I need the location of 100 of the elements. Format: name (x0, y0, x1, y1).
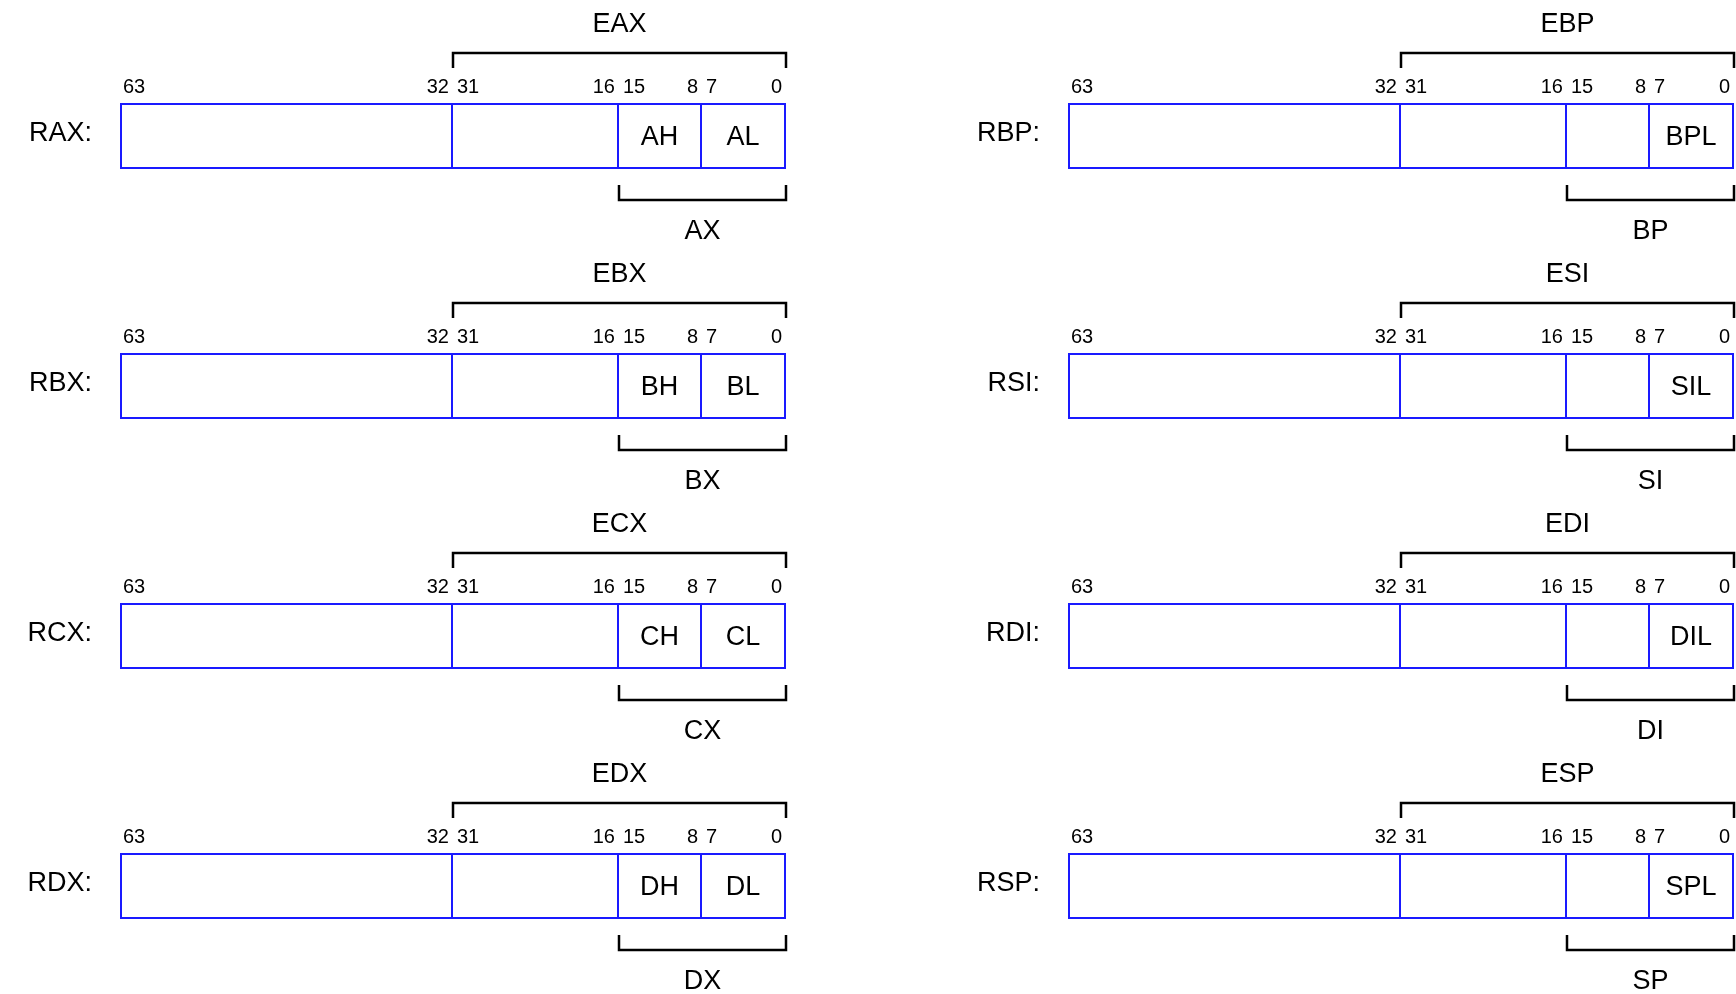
bit-number: 63 (123, 575, 146, 598)
bit-number: 7 (706, 75, 718, 98)
register-name: DI (1637, 715, 1664, 746)
bit-number: 8 (1634, 325, 1646, 348)
register-field (451, 603, 619, 669)
bit-number: 0 (1718, 575, 1730, 598)
register-name: RAX: (28, 117, 92, 148)
register-name: RCX: (27, 617, 92, 648)
register-field (1399, 853, 1567, 919)
bit-number: 15 (623, 75, 646, 98)
bit-number: 31 (457, 325, 480, 348)
register-field (120, 353, 453, 419)
bit-number: 8 (1634, 575, 1646, 598)
bit-number: 63 (123, 75, 146, 98)
bit-number: 31 (457, 575, 480, 598)
bit-number: 8 (686, 825, 698, 848)
bit-number: 31 (1405, 325, 1428, 348)
byte-field: DIL (1648, 603, 1734, 669)
bit-number: 15 (623, 825, 646, 848)
register-name: CX (683, 715, 722, 746)
register-field (1068, 353, 1401, 419)
register-name: ECX (591, 508, 648, 539)
bit-number: 63 (1071, 575, 1094, 598)
register-name: DX (683, 965, 722, 994)
register-name: EDI (1545, 508, 1590, 539)
bit-number: 8 (686, 575, 698, 598)
bit-number: 32 (426, 575, 449, 598)
byte-field: AL (700, 103, 786, 169)
bit-number: 7 (706, 825, 718, 848)
byte-field: SPL (1648, 853, 1734, 919)
register-name: BX (684, 465, 721, 496)
register-name: RDI: (986, 617, 1040, 648)
bit-number: 0 (1718, 325, 1730, 348)
bit-number: 15 (623, 575, 646, 598)
bit-number: 16 (592, 825, 615, 848)
bit-number: 8 (1634, 75, 1646, 98)
bit-number: 31 (457, 825, 480, 848)
bit-number: 31 (1405, 575, 1428, 598)
bit-number: 32 (426, 825, 449, 848)
bit-number: 7 (1654, 575, 1666, 598)
byte-field: BPL (1648, 103, 1734, 169)
bit-number: 16 (592, 325, 615, 348)
register-name: BP (1632, 215, 1669, 246)
register-name: RDX: (27, 867, 92, 898)
register-field (1399, 603, 1567, 669)
bit-number: 15 (1571, 75, 1594, 98)
bit-number: 15 (1571, 825, 1594, 848)
bit-number: 16 (1540, 325, 1563, 348)
byte-field: BH (617, 353, 702, 419)
bit-number: 0 (770, 825, 782, 848)
bit-number: 7 (706, 575, 718, 598)
register-name: AX (684, 215, 721, 246)
register-name: EDX (591, 758, 648, 789)
register-field (120, 103, 453, 169)
register-name: RSI: (987, 367, 1040, 398)
register-name: SI (1637, 465, 1664, 496)
bit-number: 0 (1718, 75, 1730, 98)
register-field (451, 353, 619, 419)
register-name: ESI (1545, 258, 1590, 289)
bit-number: 31 (457, 75, 480, 98)
bit-number: 0 (770, 575, 782, 598)
bit-number: 63 (1071, 75, 1094, 98)
register-field (451, 853, 619, 919)
register-field (1565, 353, 1650, 419)
register-name: RSP: (976, 867, 1040, 898)
bit-number: 32 (1374, 825, 1397, 848)
bit-number: 0 (770, 325, 782, 348)
byte-field: CH (617, 603, 702, 669)
byte-field: BL (700, 353, 786, 419)
bit-number: 63 (1071, 825, 1094, 848)
byte-field: DL (700, 853, 786, 919)
bit-number: 8 (1634, 825, 1646, 848)
bit-number: 63 (123, 325, 146, 348)
bit-number: 15 (1571, 325, 1594, 348)
bit-number: 8 (686, 75, 698, 98)
bit-number: 8 (686, 325, 698, 348)
byte-field: SIL (1648, 353, 1734, 419)
bit-number: 63 (123, 825, 146, 848)
bit-number: 7 (1654, 75, 1666, 98)
register-field (1068, 603, 1401, 669)
bit-number: 31 (1405, 75, 1428, 98)
bit-number: 63 (1071, 325, 1094, 348)
bit-number: 32 (1374, 575, 1397, 598)
bit-number: 7 (706, 325, 718, 348)
register-field (120, 603, 453, 669)
bit-number: 15 (623, 325, 646, 348)
bit-number: 32 (426, 325, 449, 348)
register-field (1399, 353, 1567, 419)
register-name: RBX: (28, 367, 92, 398)
bit-number: 16 (592, 575, 615, 598)
bit-number: 0 (1718, 825, 1730, 848)
bit-number: 7 (1654, 825, 1666, 848)
register-name: EBX (592, 258, 647, 289)
byte-field: AH (617, 103, 702, 169)
register-field (1068, 853, 1401, 919)
register-name: RBP: (976, 117, 1040, 148)
byte-field: DH (617, 853, 702, 919)
register-name: ESP (1540, 758, 1595, 789)
bit-number: 16 (1540, 825, 1563, 848)
register-name: EAX (592, 8, 647, 39)
